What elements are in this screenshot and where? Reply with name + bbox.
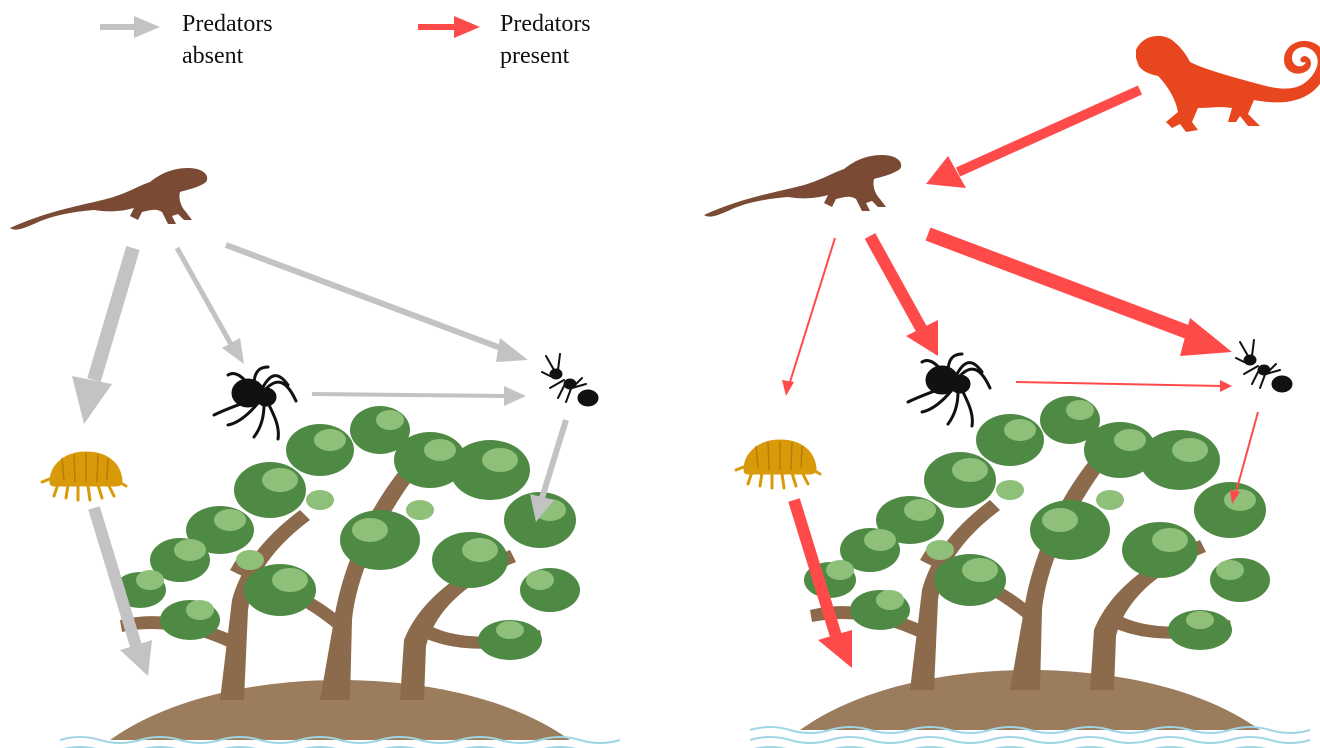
spider-icon [908,354,990,426]
arrow-lizard-to-isopod [782,238,835,396]
arrow-lizard-to-spider [177,248,244,364]
arrow-predator-to-lizard [926,90,1140,188]
legend-label-predators-present: Predators present [500,8,640,72]
mangrove-island-icon [750,396,1310,748]
ant-icon [1236,340,1292,392]
legend-arrow-present [418,16,480,38]
legend-label-predators-absent: Predators absent [182,8,322,72]
arrow-spider-to-ant [1016,380,1232,392]
arrow-lizard-to-spider [870,236,938,356]
right-panel [704,36,1320,748]
legend-arrow-absent [100,16,160,38]
isopod-icon [736,440,820,488]
spider-icon [214,367,296,439]
left-panel [10,168,620,748]
arrow-lizard-to-isopod [72,248,133,424]
arrow-lizard-to-ant [928,234,1232,356]
predator-lizard-icon [1136,36,1320,132]
lizard-icon [704,155,901,217]
ant-icon [542,354,598,406]
arrow-lizard-to-ant [226,245,528,362]
lizard-icon [10,168,207,230]
isopod-icon [42,452,126,500]
mangrove-island-icon [60,406,620,748]
arrow-spider-to-ant [312,386,526,406]
